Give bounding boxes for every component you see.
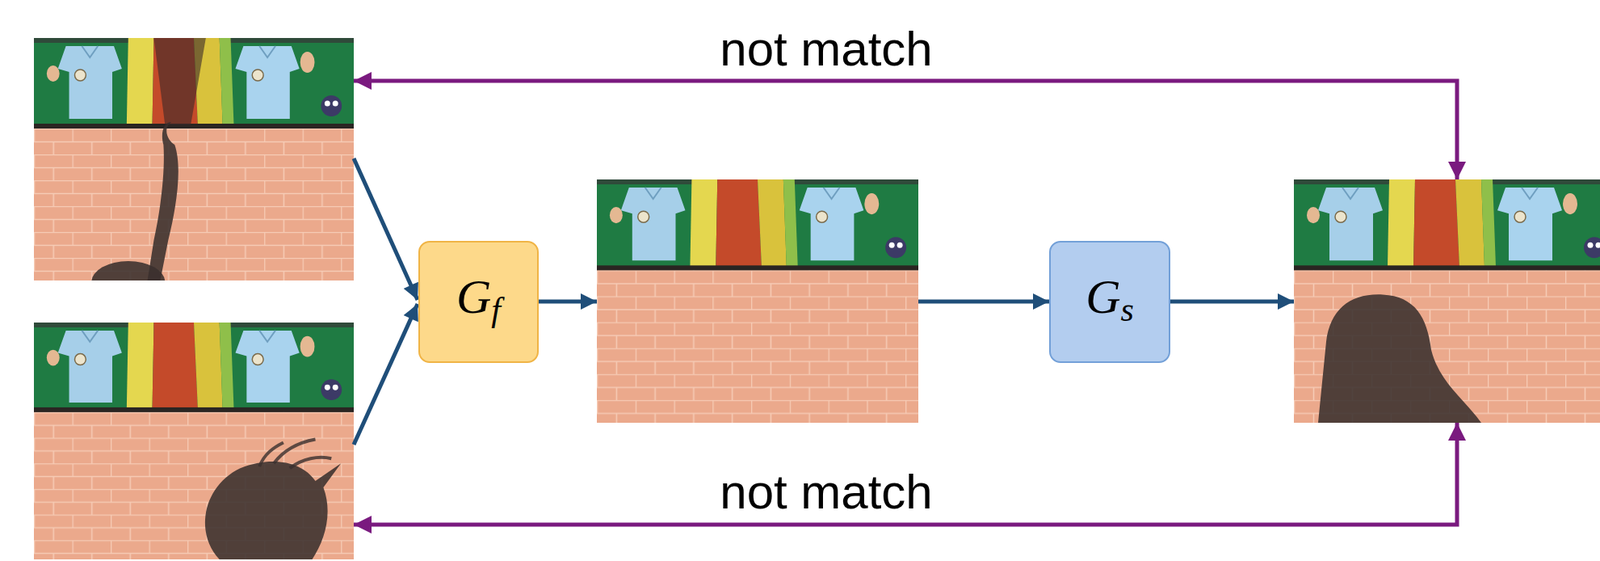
generator-box: Gs <box>1049 240 1171 363</box>
flow-arrow <box>1170 299 1294 304</box>
flow-arrow <box>353 303 418 445</box>
shadow <box>147 121 179 281</box>
flow-arrow <box>918 299 1050 304</box>
resynthesized-photo <box>1293 179 1600 423</box>
wall-scene <box>33 322 354 561</box>
shadow-photo <box>33 37 354 303</box>
shadow-photo <box>33 322 354 561</box>
wall-scene <box>596 179 919 423</box>
shadow <box>154 37 206 126</box>
flow-arrow <box>353 158 418 300</box>
generator-box: Gf <box>418 240 539 363</box>
shadow-hair <box>259 439 332 469</box>
comparison-arrow <box>353 80 1458 180</box>
wall-scene <box>33 37 354 281</box>
edge-note: not match <box>716 25 936 74</box>
wall-scene <box>1293 179 1600 423</box>
node-label: Gf <box>456 272 501 332</box>
shadow <box>1318 293 1482 423</box>
node-label: Gs <box>1085 272 1134 332</box>
shadow <box>91 260 165 303</box>
shadow-free-photo <box>596 179 919 423</box>
edge-note: not match <box>716 467 936 517</box>
flow-arrow <box>538 299 597 304</box>
comparison-arrow <box>353 422 1458 525</box>
shadow <box>205 461 341 559</box>
